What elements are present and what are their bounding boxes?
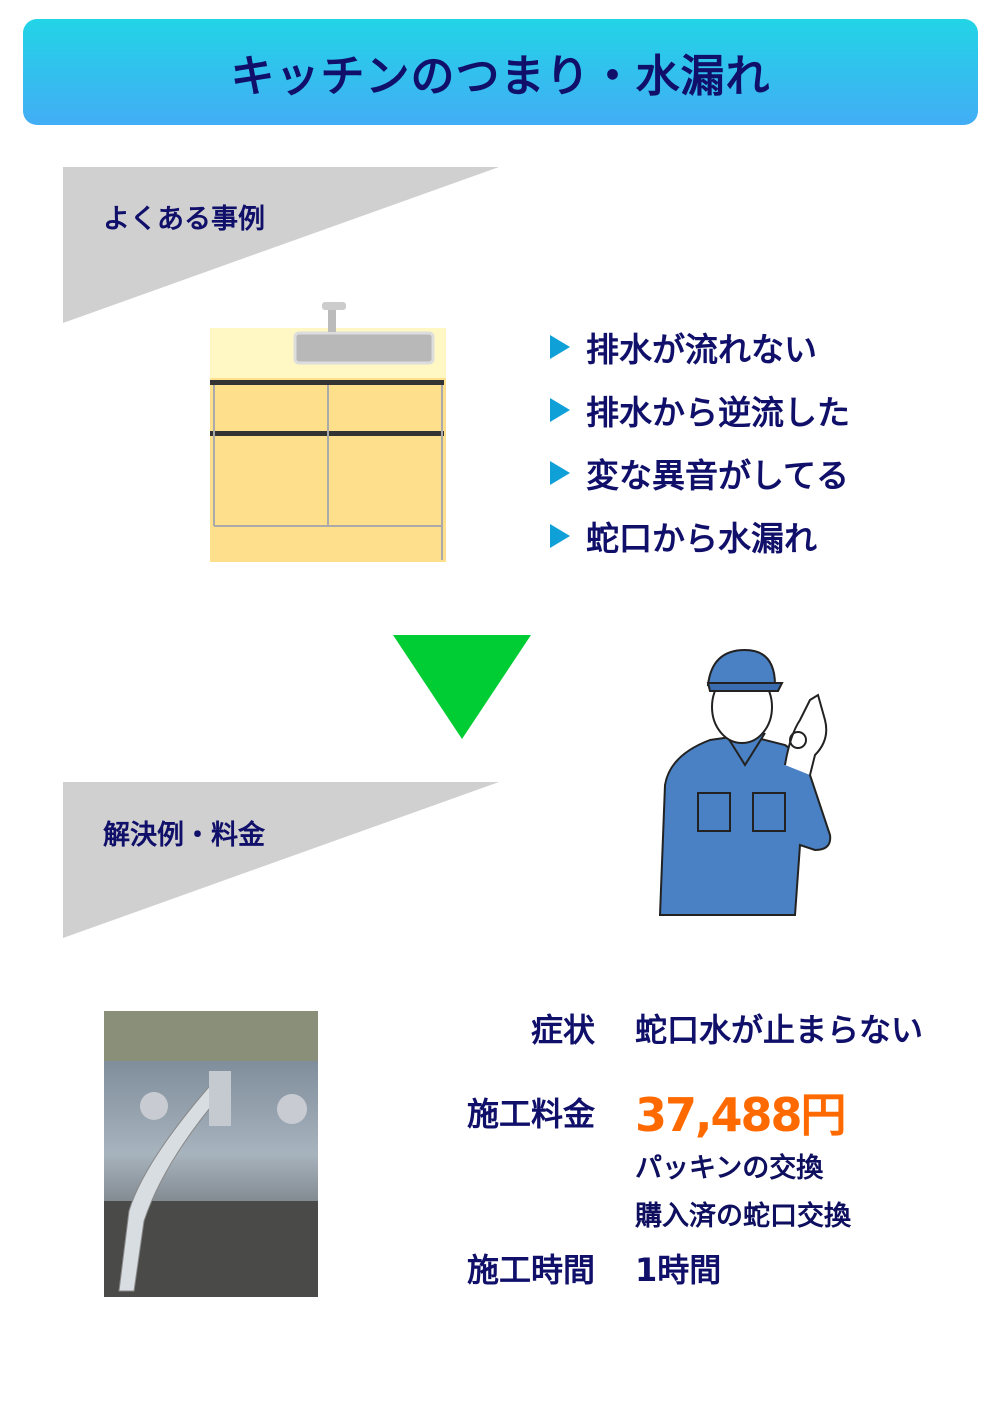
list-item-text: 変な異音がしてる [586,455,850,495]
list-item-text: 蛇口から水漏れ [586,518,817,558]
price-label: 施工料金 [466,1095,595,1133]
work-item: パッキンの交換 [635,1153,824,1184]
section-header-solution: 解決例・料金 [103,820,265,851]
symptom-label: 症状 [530,1011,595,1049]
triangle-bullet-icon [550,397,570,422]
cases-list: 排水が流れない 排水から逆流した 変な異音がしてる 蛇口から水漏れ [550,315,850,567]
time-value: 1時間 [635,1251,722,1289]
list-item: 蛇口から水漏れ [550,504,850,567]
symptom-value: 蛇口水が止まらない [635,1011,924,1049]
down-arrow-icon [393,635,531,739]
price-value: 37,488円 [635,1088,847,1142]
title-banner: キッチンのつまり・水漏れ [23,19,978,125]
list-item: 排水から逆流した [550,378,850,441]
triangle-bullet-icon [550,523,570,548]
work-item: 購入済の蛇口交換 [635,1201,851,1232]
work-list: パッキンの交換 購入済の蛇口交換 [635,1145,923,1241]
solution-details: 症状 蛇口水が止まらない 施工料金 37,488円 パッキンの交換 購入済の蛇口… [460,1005,923,1291]
list-item-text: 排水が流れない [586,329,817,369]
faucet-photo [104,1011,318,1297]
section-header-bg [63,782,499,938]
list-item: 変な異音がしてる [550,441,850,504]
section-header-cases: よくある事例 [103,204,265,235]
time-label: 施工時間 [466,1251,595,1289]
list-item-text: 排水から逆流した [586,392,850,432]
triangle-bullet-icon [550,334,570,359]
list-item: 排水が流れない [550,315,850,378]
page-title: キッチンのつまり・水漏れ [230,51,771,102]
triangle-bullet-icon [550,460,570,485]
worker-illustration [658,648,832,916]
kitchen-sink-illustration [210,302,446,562]
